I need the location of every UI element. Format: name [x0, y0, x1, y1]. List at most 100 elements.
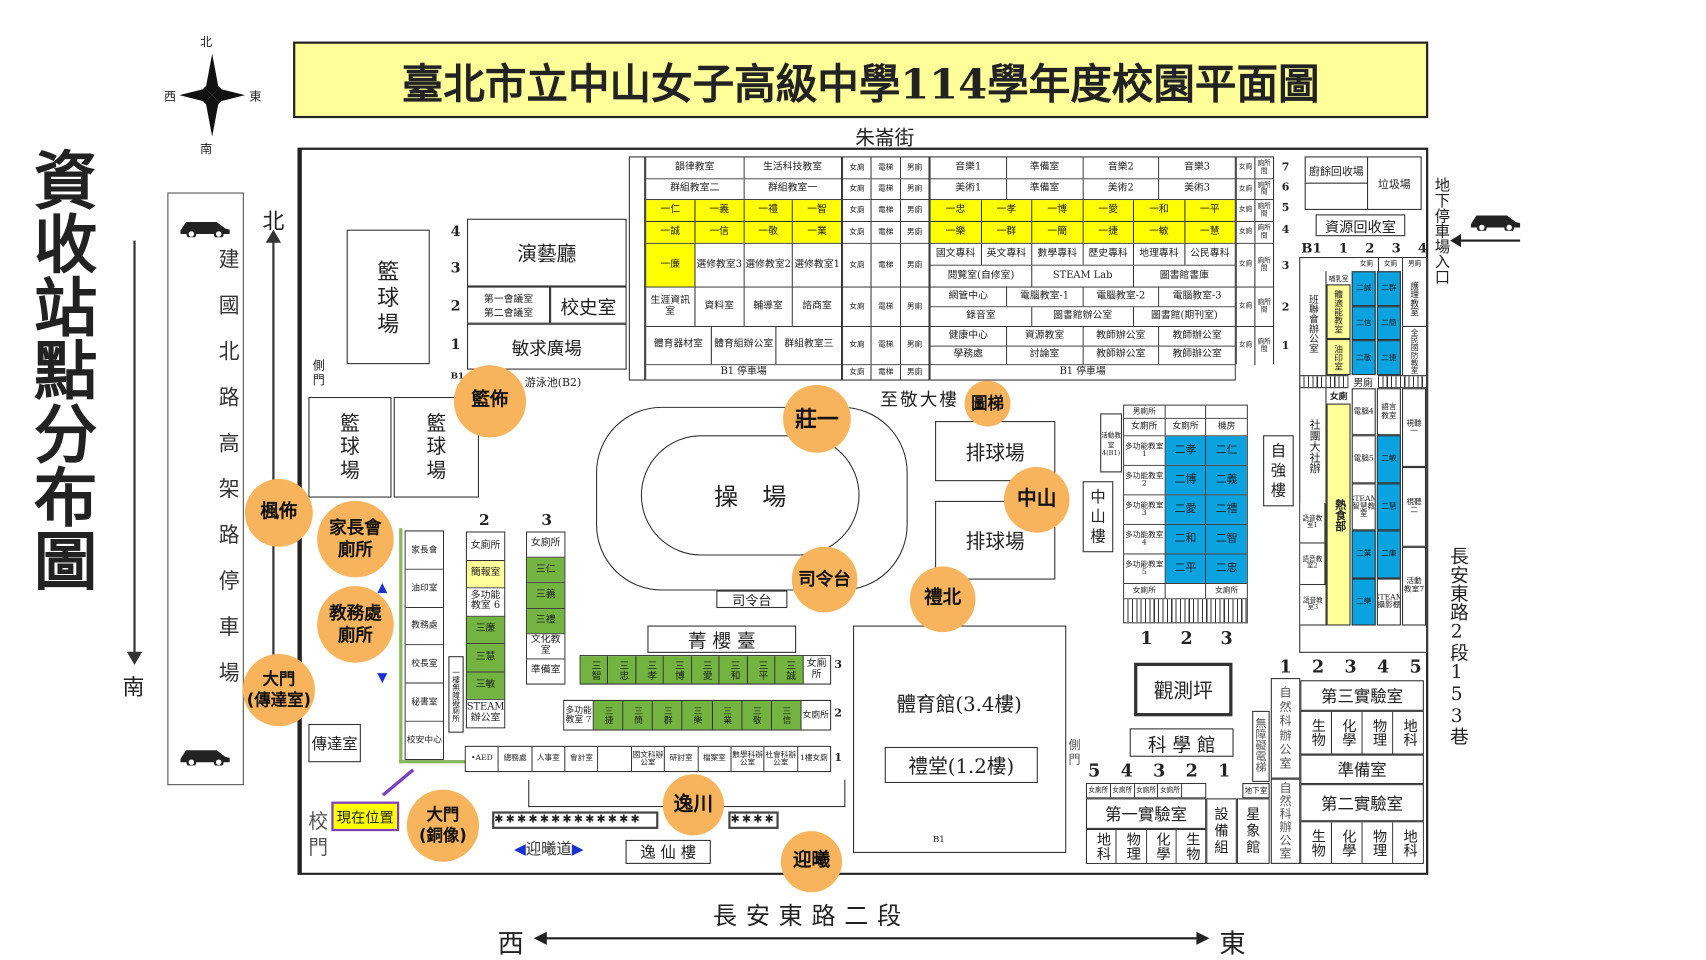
room-row: 一仁一義一禮一智 [646, 200, 841, 223]
room: 健康中心 [930, 326, 1007, 346]
core-cell: 女廁 [843, 179, 872, 200]
room: 群組教室一 [744, 179, 841, 200]
science-office: 自 然 科 辦 公 室 [1270, 778, 1301, 864]
east-column-3: 二誠二信二敬 [1351, 271, 1376, 376]
room: 女廁所 [1206, 583, 1247, 599]
core-cell: 電梯 [871, 365, 901, 380]
room: 一博 [1032, 200, 1084, 221]
room: 女廁所 [801, 700, 831, 730]
room-row: 準備室 [527, 659, 565, 684]
collection-point[interactable]: 圖梯 [964, 380, 1011, 427]
flower-bed: ✱✱✱✱✱✱✱✱✱✱✱✱✱ [492, 811, 659, 829]
room [598, 746, 632, 771]
nursing-classroom: 護理教室 [1401, 271, 1426, 326]
room: 三簡 [623, 700, 654, 730]
room-row: 女廁所女廁所機房 [1124, 418, 1247, 437]
collection-point[interactable]: 楓佈 [244, 478, 313, 547]
side-gate-west[interactable]: 側 門 [312, 358, 325, 388]
arrow-down-icon [126, 651, 143, 665]
room: 三愛 [691, 656, 720, 684]
collection-point[interactable]: 司令台 [791, 546, 858, 613]
sports-field: 操 場 [596, 406, 908, 591]
room: 文化教室 [527, 633, 565, 659]
floor-number: 3 [1391, 240, 1401, 256]
school-gate[interactable]: 校 門 [308, 810, 329, 860]
side-gate-gym[interactable]: 側 門 [1068, 738, 1081, 767]
room: 準備室 [527, 659, 565, 684]
lab-subject: 地科 [1393, 822, 1423, 863]
room-row: 女廁所女廁所 [1124, 583, 1247, 600]
science-hall-label: 科 學 館 [1129, 728, 1234, 757]
collection-point[interactable]: 迎曦 [780, 831, 843, 893]
floor-number: 1 [1218, 760, 1231, 781]
collection-point[interactable]: 中山 [1003, 466, 1070, 533]
room: 活動教室7 [1401, 546, 1427, 626]
collection-point[interactable]: 籃佈 [453, 365, 527, 438]
floor-number: 6 [1281, 181, 1290, 194]
room: 二簡 [1376, 305, 1401, 341]
yingxi-path-label: 迎曦道 [525, 840, 572, 859]
room-row: B1 停車場 [930, 365, 1235, 380]
restroom-cell: 廁所間 [1255, 157, 1273, 179]
room: 二孝 [1165, 436, 1207, 465]
room: 圖書館(期刊室) [1134, 307, 1235, 326]
lab-subject: 物理 [1362, 822, 1394, 863]
auditorium: 禮堂(1.2樓) [884, 746, 1038, 784]
arrow-right-icon [1196, 931, 1210, 945]
room: 討論室 [1006, 346, 1084, 365]
floor-number: 2 [1311, 656, 1325, 677]
room: 一敏 [1134, 222, 1185, 243]
room: 二博 [1165, 465, 1207, 495]
floor-number: B1 [450, 369, 465, 381]
room: 家長會 [405, 531, 443, 569]
collection-point[interactable]: 大門 (銅像) [406, 789, 479, 862]
room-row: 文化教室 [527, 633, 565, 660]
school-history-room: 校史室 [550, 286, 627, 324]
direction-arrow [544, 937, 1201, 940]
room: 二和 [1165, 524, 1207, 554]
restroom-row: 女廁廁所間 [1236, 287, 1273, 327]
room: 網管中心 [930, 287, 1007, 307]
collection-point[interactable]: 教務處 廁所 [317, 586, 394, 663]
floor-number: 3 [450, 260, 461, 277]
room: 視聽二 [1401, 467, 1427, 547]
room-row: 學務處討論室教師辦公室教師辦公室 [930, 346, 1235, 366]
guard-room: 傳達室 [308, 723, 361, 763]
room: 三博 [664, 656, 692, 684]
core-row: 女廁電梯男廁 [843, 365, 929, 380]
collection-point[interactable]: 逸川 [662, 774, 724, 836]
collection-point[interactable]: 大門 (傳達室) [242, 653, 315, 727]
kitchen-waste-lower [1304, 182, 1369, 210]
collection-point[interactable]: 家長會 廁所 [317, 500, 394, 578]
room: 輔導室 [744, 287, 794, 326]
room: 二捷 [1376, 340, 1401, 376]
east-building: 女廁女廁男廁 班聯會辦公室 哺乳室 體適能教室 油印室 二誠二信二敬 二群二簡二… [1299, 256, 1428, 653]
room: 語音教室1 [1300, 503, 1326, 544]
north-label: 北 [262, 207, 285, 235]
collection-point[interactable]: 禮北 [909, 566, 976, 633]
room: 油印室 [405, 569, 443, 607]
room: 一義 [695, 200, 745, 221]
car-icon [180, 222, 230, 238]
east-lower-column-3: 電腦4電腦5STEAM智慧教室二業二樂 [1351, 388, 1376, 626]
room: 一智 [793, 200, 841, 221]
room: 二愛 [1165, 495, 1207, 524]
room: 二群 [1376, 271, 1401, 306]
room: 機房 [1206, 418, 1247, 436]
restroom [1182, 784, 1206, 798]
floor-number: 4 [450, 224, 461, 241]
room-row: 一誠一信一敬一業 [646, 222, 841, 244]
room: 一忠 [930, 200, 982, 221]
core-row: 女廁電梯男廁 [843, 222, 929, 244]
room: 教務處 [405, 607, 443, 645]
floor-number: 2 [450, 298, 461, 315]
core-cell: 電梯 [871, 157, 901, 179]
lab-subject: 地科 [1393, 711, 1423, 754]
compass-west: 西 [164, 89, 177, 104]
room: 電腦教室-2 [1083, 287, 1160, 307]
collection-point[interactable]: 莊一 [783, 384, 851, 453]
